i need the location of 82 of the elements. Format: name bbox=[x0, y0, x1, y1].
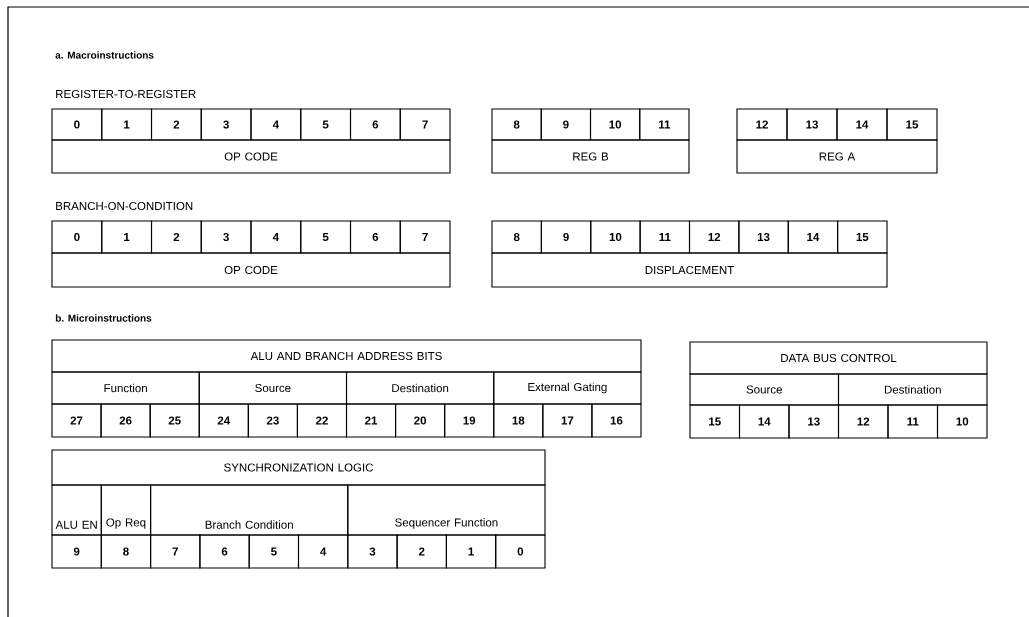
bit-number-cell: 6 bbox=[349, 220, 401, 254]
bit-number-cell: 3 bbox=[200, 220, 252, 254]
bit-number-cell: 3 bbox=[347, 534, 398, 569]
bit-number-cell: 27 bbox=[51, 403, 102, 438]
bit-number-cell: 2 bbox=[150, 108, 202, 141]
field-group-cell: Branch Condition bbox=[150, 484, 349, 536]
bit-number-cell: 13 bbox=[788, 404, 840, 439]
bit-number-cell: 2 bbox=[396, 534, 447, 569]
bit-number-cell: 14 bbox=[738, 404, 790, 439]
bit-number-cell: 16 bbox=[591, 403, 642, 438]
bit-number-cell: 18 bbox=[493, 403, 544, 438]
bit-number-cell: 11 bbox=[887, 404, 939, 439]
bit-number-cell: 21 bbox=[345, 403, 397, 438]
bit-number-cell: 10 bbox=[590, 220, 641, 254]
format-title-cell: DATA BUS CONTROL bbox=[689, 341, 988, 375]
bit-number-cell: 12 bbox=[736, 108, 788, 141]
bit-number-cell: 26 bbox=[100, 403, 151, 438]
format-heading: REGISTER-TO-REGISTER bbox=[56, 89, 196, 99]
bit-number-cell: 14 bbox=[787, 220, 839, 254]
bit-number-cell: 11 bbox=[639, 220, 691, 254]
bit-number-cell: 1 bbox=[101, 220, 153, 254]
bit-number-cell: 9 bbox=[51, 534, 102, 569]
field-name-cell: OP CODE bbox=[51, 252, 451, 288]
field-group-cell: External Gating bbox=[493, 371, 642, 405]
field-name-cell: DISPLACEMENT bbox=[491, 252, 888, 288]
bit-number-cell: 4 bbox=[250, 108, 302, 141]
field-group-cell: Source bbox=[198, 371, 348, 405]
bit-number-cell: 19 bbox=[444, 403, 495, 438]
bit-number-cell: 9 bbox=[540, 220, 592, 254]
format-title-cell: SYNCHRONIZATION LOGIC bbox=[51, 449, 546, 486]
field-group-cell: Destination bbox=[837, 373, 988, 406]
bit-number-cell: 6 bbox=[349, 108, 401, 141]
bit-number-cell: 25 bbox=[149, 403, 200, 438]
field-group-cell: Sequencer Function bbox=[347, 484, 546, 536]
field-group-cell: Op Req bbox=[100, 484, 152, 536]
bit-number-cell: 12 bbox=[837, 404, 889, 439]
bit-number-cell: 15 bbox=[886, 108, 938, 141]
bit-number-cell: 5 bbox=[248, 534, 300, 569]
bit-number-cell: 14 bbox=[836, 108, 888, 141]
bit-number-cell: 0 bbox=[51, 108, 103, 141]
field-name-cell: OP CODE bbox=[51, 139, 451, 174]
bit-number-cell: 0 bbox=[51, 220, 103, 254]
bit-number-cell: 3 bbox=[200, 108, 252, 141]
bit-number-cell: 15 bbox=[689, 404, 741, 439]
bit-number-cell: 7 bbox=[150, 534, 201, 569]
bit-number-cell: 12 bbox=[688, 220, 740, 254]
bit-number-cell: 0 bbox=[495, 534, 546, 569]
bit-number-cell: 24 bbox=[198, 403, 249, 438]
format-title-cell: ALU AND BRANCH ADDRESS BITS bbox=[51, 339, 642, 373]
bit-number-cell: 6 bbox=[199, 534, 250, 569]
bit-number-cell: 4 bbox=[297, 534, 349, 569]
field-name-cell: REG A bbox=[736, 139, 938, 174]
field-name-cell: REG B bbox=[491, 139, 690, 174]
field-group-cell: Destination bbox=[345, 371, 495, 405]
field-group-cell: Function bbox=[51, 371, 200, 405]
bit-number-cell: 20 bbox=[395, 403, 446, 438]
bit-number-cell: 8 bbox=[491, 220, 542, 254]
field-group-cell: ALU EN bbox=[51, 484, 102, 536]
bit-number-cell: 10 bbox=[936, 404, 988, 439]
bit-number-cell: 1 bbox=[445, 534, 497, 569]
bit-number-cell: 10 bbox=[589, 108, 641, 141]
format-heading: BRANCH-ON-CONDITION bbox=[56, 201, 193, 211]
bit-number-cell: 15 bbox=[837, 220, 888, 254]
bit-number-cell: 2 bbox=[150, 220, 202, 254]
bit-number-cell: 9 bbox=[540, 108, 592, 141]
bit-number-cell: 17 bbox=[542, 403, 593, 438]
bit-number-cell: 5 bbox=[300, 108, 352, 141]
bit-number-cell: 7 bbox=[399, 108, 451, 141]
bit-number-cell: 7 bbox=[399, 220, 451, 254]
bit-number-cell: 8 bbox=[100, 534, 152, 569]
bit-number-cell: 8 bbox=[491, 108, 542, 141]
bit-number-cell: 4 bbox=[250, 220, 302, 254]
bit-number-cell: 11 bbox=[639, 108, 690, 141]
bit-number-cell: 22 bbox=[296, 403, 348, 438]
bit-number-cell: 1 bbox=[101, 108, 153, 141]
bit-number-cell: 5 bbox=[300, 220, 352, 254]
bit-number-cell: 13 bbox=[786, 108, 838, 141]
section-heading: b. Microinstructions bbox=[55, 314, 152, 322]
field-group-cell: Source bbox=[689, 373, 840, 406]
bit-number-cell: 13 bbox=[738, 220, 789, 254]
section-heading: a. Macroinstructions bbox=[55, 51, 154, 59]
bit-number-cell: 23 bbox=[247, 403, 298, 438]
